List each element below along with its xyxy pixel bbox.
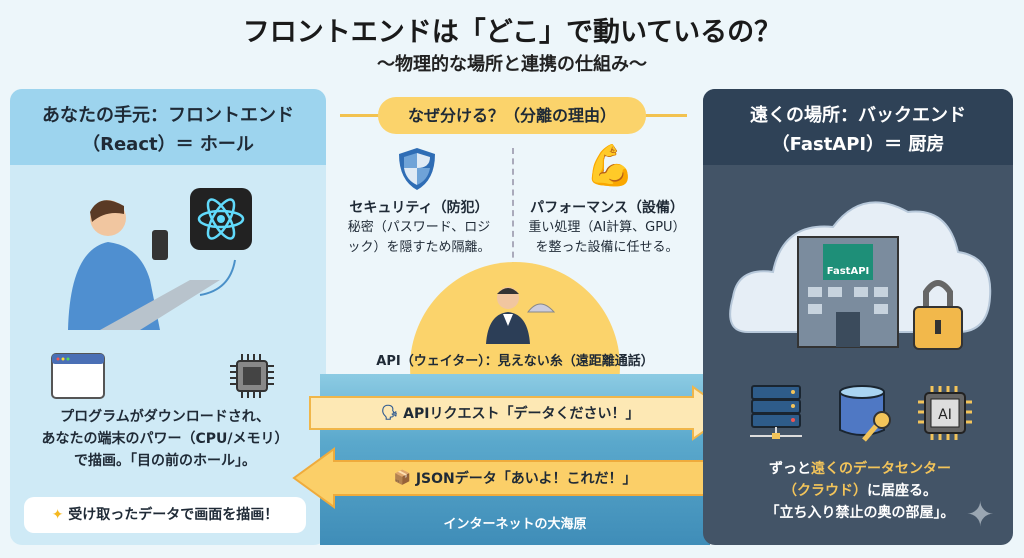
user-with-devices-illustration	[68, 188, 252, 330]
frontend-header-line2: （React）＝ ホール	[82, 134, 254, 155]
frontend-desc-line2: あなたの端末のパワー（CPU/メモリ）	[41, 431, 289, 447]
performance-title: パフォーマンス（設備）	[530, 200, 684, 216]
ai-chip-label: AI	[938, 407, 952, 423]
shield-icon	[399, 148, 435, 190]
security-line1: 秘密（パスワード、ロジ	[347, 220, 491, 235]
backend-header: 遠くの場所：バックエンド （FastAPI）＝ 厨房	[703, 89, 1013, 165]
render-callout-text: 受け取ったデータで画面を描画！	[68, 507, 279, 523]
frontend-desc-line3: で描画。「目の前のホール」。	[74, 453, 256, 469]
connector-line-right	[645, 114, 687, 117]
frontend-header: あなたの手元：フロントエンド （React）＝ ホール	[10, 89, 326, 165]
ai-chip-icon: AI	[918, 386, 972, 440]
connector-line-left	[340, 114, 380, 117]
sparkle-icon: ✦	[51, 507, 64, 523]
backend-header-line1: 遠くの場所：バックエンド	[750, 105, 966, 126]
cpu-chip-icon	[230, 354, 274, 398]
json-response-text: JSONデータ「あいよ！これだ！」	[415, 471, 637, 487]
cloud-datacenter-illustration: FastAPI	[729, 201, 992, 350]
performance-reason: パフォーマンス（設備） 重い処理（AI計算、GPU） を整った設備に任せる。	[522, 148, 692, 258]
security-title: セキュリティ（防犯）	[349, 200, 489, 216]
page-subtitle: 〜物理的な場所と連携の仕組み〜	[377, 54, 647, 75]
performance-line2: を整った設備に任せる。	[535, 240, 679, 255]
internet-sea-label: インターネットの大海原	[443, 517, 587, 532]
react-icon	[197, 198, 245, 240]
flexed-bicep-icon: 💪	[585, 143, 635, 189]
backend-description: ずっと遠くのデータセンター （クラウド）に居座る。 「立ち入り禁止の奥の部屋」。	[710, 458, 1010, 524]
backend-desc-suffix: に居座る。	[867, 483, 937, 499]
speaking-head-icon: 🗣	[380, 405, 399, 421]
render-callout: ✦ 受け取ったデータで画面を描画！	[24, 497, 306, 533]
json-response: 📦 JSONデータ「あいよ！これだ！」	[335, 462, 695, 494]
column-divider	[512, 148, 514, 268]
sparkle-decoration-icon: ✦	[966, 495, 995, 535]
security-line2: ック）を隠すため隔離。	[347, 240, 491, 255]
page-title: フロントエンドは「どこ」で動いているの？	[242, 17, 782, 48]
response-arrow	[292, 447, 711, 509]
frontend-description: プログラムがダウンロードされ、 あなたの端末のパワー（CPU/メモリ） で描画。…	[15, 406, 315, 472]
backend-desc-prefix: ずっと	[769, 461, 811, 477]
api-label: API（ウェイター）：見えない糸（遠距離通話）	[376, 354, 654, 369]
package-icon: 📦	[393, 470, 411, 486]
api-request: 🗣 APIリクエスト「データください！」	[320, 397, 700, 429]
fastapi-sign: FastAPI	[827, 266, 870, 277]
browser-icon	[51, 353, 105, 399]
performance-line1: 重い処理（AI計算、GPU）	[528, 220, 686, 235]
frontend-desc-line1: プログラムがダウンロードされ、	[60, 409, 270, 425]
why-separate-pill: なぜ分ける？（分離の理由）	[378, 97, 646, 134]
padlock-icon	[913, 280, 963, 350]
backend-desc-highlight2: （クラウド）	[783, 483, 867, 499]
security-reason: セキュリティ（防犯） 秘密（パスワード、ロジ ック）を隠すため隔離。	[334, 148, 504, 258]
server-rack-icon	[750, 385, 802, 439]
api-request-text: APIリクエスト「データください！」	[403, 406, 640, 422]
backend-desc-line3: 「立ち入り禁止の奥の部屋」。	[765, 505, 955, 521]
waiter-icon	[486, 287, 556, 344]
backend-desc-highlight1: 遠くのデータセンター	[811, 461, 951, 477]
frontend-header-line1: あなたの手元：フロントエンド	[42, 105, 294, 126]
backend-header-line2: （FastAPI）＝ 厨房	[771, 134, 945, 155]
frontend-panel: あなたの手元：フロントエンド （React）＝ ホール	[10, 89, 326, 545]
database-key-icon	[839, 385, 891, 442]
